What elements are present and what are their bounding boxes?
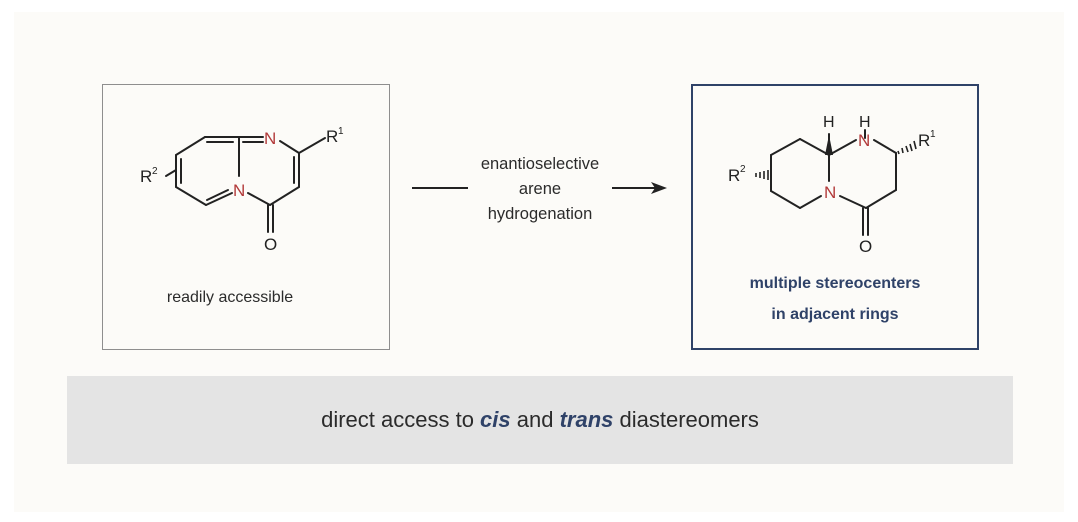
bond	[206, 189, 229, 201]
banner-text-before: direct access to	[321, 407, 481, 432]
r1-group: R	[326, 127, 338, 146]
r2-group: R	[140, 167, 152, 186]
bond	[865, 189, 897, 209]
arrow-head	[651, 182, 667, 194]
wedge-bond	[825, 135, 833, 155]
bond	[165, 169, 177, 177]
hashed-bond-r2	[755, 170, 769, 180]
starting-material-panel	[102, 84, 390, 350]
nitrogen-atom: N	[233, 181, 245, 200]
bond	[269, 186, 300, 206]
hydrogen-atom: H	[859, 114, 871, 131]
bond	[828, 139, 857, 156]
banner-text-and: and	[510, 407, 560, 432]
oxygen-atom: O	[859, 237, 872, 256]
bond	[175, 136, 206, 156]
bond	[839, 195, 867, 209]
nitrogen-atom: N	[264, 129, 276, 148]
nitrogen-atom: N	[824, 183, 836, 202]
bond	[770, 138, 801, 156]
oxygen-atom: O	[264, 235, 277, 254]
bond	[279, 140, 300, 154]
r1-group: R	[918, 131, 930, 150]
banner-text-after: diastereomers	[613, 407, 759, 432]
reaction-conditions: enantioselective arene hydrogenation	[440, 152, 640, 227]
banner-cis: cis	[480, 407, 511, 432]
hydrogen-atom: H	[823, 114, 835, 131]
bond	[175, 186, 207, 206]
product-caption-line-2: in adjacent rings	[771, 306, 899, 323]
banner-trans: trans	[559, 407, 614, 432]
r2-superscript: 2	[740, 164, 746, 175]
r2-group: R	[728, 166, 740, 185]
bond	[799, 138, 830, 156]
r1-superscript: 1	[338, 126, 344, 137]
conditions-line-1: enantioselective	[480, 155, 600, 173]
summary-banner: direct access to cis and trans diastereo…	[67, 376, 1013, 464]
product-caption: multiple stereocenters in adjacent rings	[691, 268, 979, 330]
bond	[205, 192, 233, 206]
nitrogen-atom: N	[858, 131, 870, 150]
r2-superscript: 2	[152, 166, 158, 177]
bond	[799, 195, 822, 209]
conditions-line-3: hydrogenation	[487, 205, 593, 223]
bond	[873, 139, 897, 154]
bond	[247, 192, 271, 206]
hashed-bond-r1	[897, 140, 917, 155]
bond	[298, 137, 326, 154]
starting-material-caption: readily accessible	[166, 289, 294, 306]
conditions-line-2: arene	[518, 180, 562, 198]
product-caption-line-1: multiple stereocenters	[749, 275, 921, 292]
bond	[770, 190, 801, 209]
r1-superscript: 1	[930, 129, 936, 140]
product-panel	[691, 84, 979, 350]
